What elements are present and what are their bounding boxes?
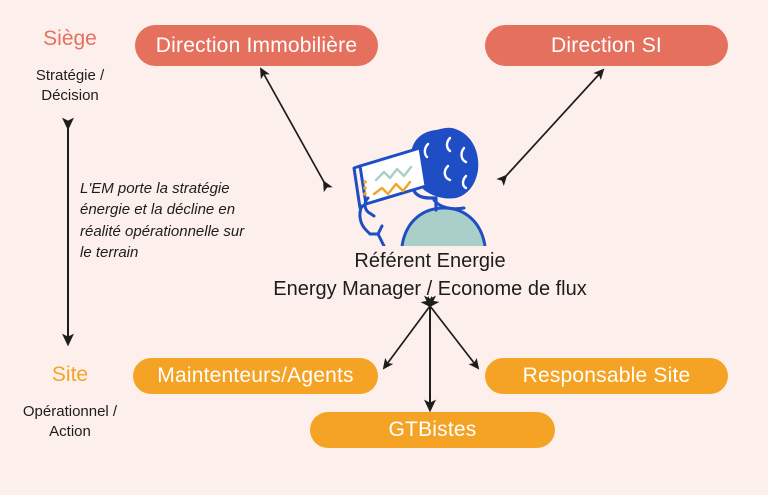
figure-arm — [358, 204, 384, 236]
legend-dot-3 — [363, 192, 367, 196]
energy-manager-illustration-svg — [352, 127, 487, 248]
axis-label-siege: Siège — [43, 27, 97, 50]
node-direction-si[interactable]: Direction SI — [485, 25, 728, 66]
figure-body-outline — [400, 206, 487, 247]
hair-highlight-4 — [443, 164, 452, 182]
energy-manager-illustration — [340, 122, 504, 248]
note-em-strategy: L'EM porte la stratégie énergie et la dé… — [80, 180, 245, 261]
arrow-center-responsable-site — [420, 295, 480, 370]
node-responsable-site[interactable]: Responsable Site — [485, 358, 728, 394]
axis-label-site: Site — [51, 363, 89, 386]
figure-body-shape — [402, 208, 484, 246]
legend-dot-2 — [363, 186, 367, 190]
legend-dot-1 — [363, 180, 367, 184]
arrow-center-direction-immobiliere — [260, 67, 333, 193]
hair-highlight-3 — [460, 146, 468, 164]
node-direction-immobiliere-label: Direction Immobilière — [155, 33, 358, 57]
center-caption: Référent Energie Energy Manager / Econom… — [273, 250, 587, 301]
node-responsable-site-label: Responsable Site — [522, 364, 691, 387]
node-direction-immobiliere[interactable]: Direction Immobilière — [135, 25, 378, 66]
figure-hand — [363, 196, 376, 218]
hair-highlight-1 — [423, 142, 430, 159]
axis-sublabel-strategie-decision: Stratégie / Décision — [35, 67, 105, 104]
axis-sublabel-operationnel-action: Opérationnel / Action — [22, 403, 118, 440]
arrow-center-maintenteurs — [382, 295, 440, 370]
figure-forearm — [376, 232, 386, 248]
hair-highlight-2 — [445, 136, 452, 153]
node-maintenteurs-agents[interactable]: Maintenteurs/Agents — [133, 358, 378, 394]
node-direction-si-label: Direction SI — [551, 33, 662, 57]
chart-line-teal — [374, 165, 413, 182]
hair-highlight-5 — [461, 174, 468, 190]
node-gtbistes-label: GTBistes — [388, 418, 477, 441]
arrow-center-direction-si — [496, 68, 605, 186]
chart-line-orange — [372, 180, 412, 196]
node-gtbistes[interactable]: GTBistes — [310, 412, 555, 448]
node-maintenteurs-agents-label: Maintenteurs/Agents — [157, 364, 354, 387]
